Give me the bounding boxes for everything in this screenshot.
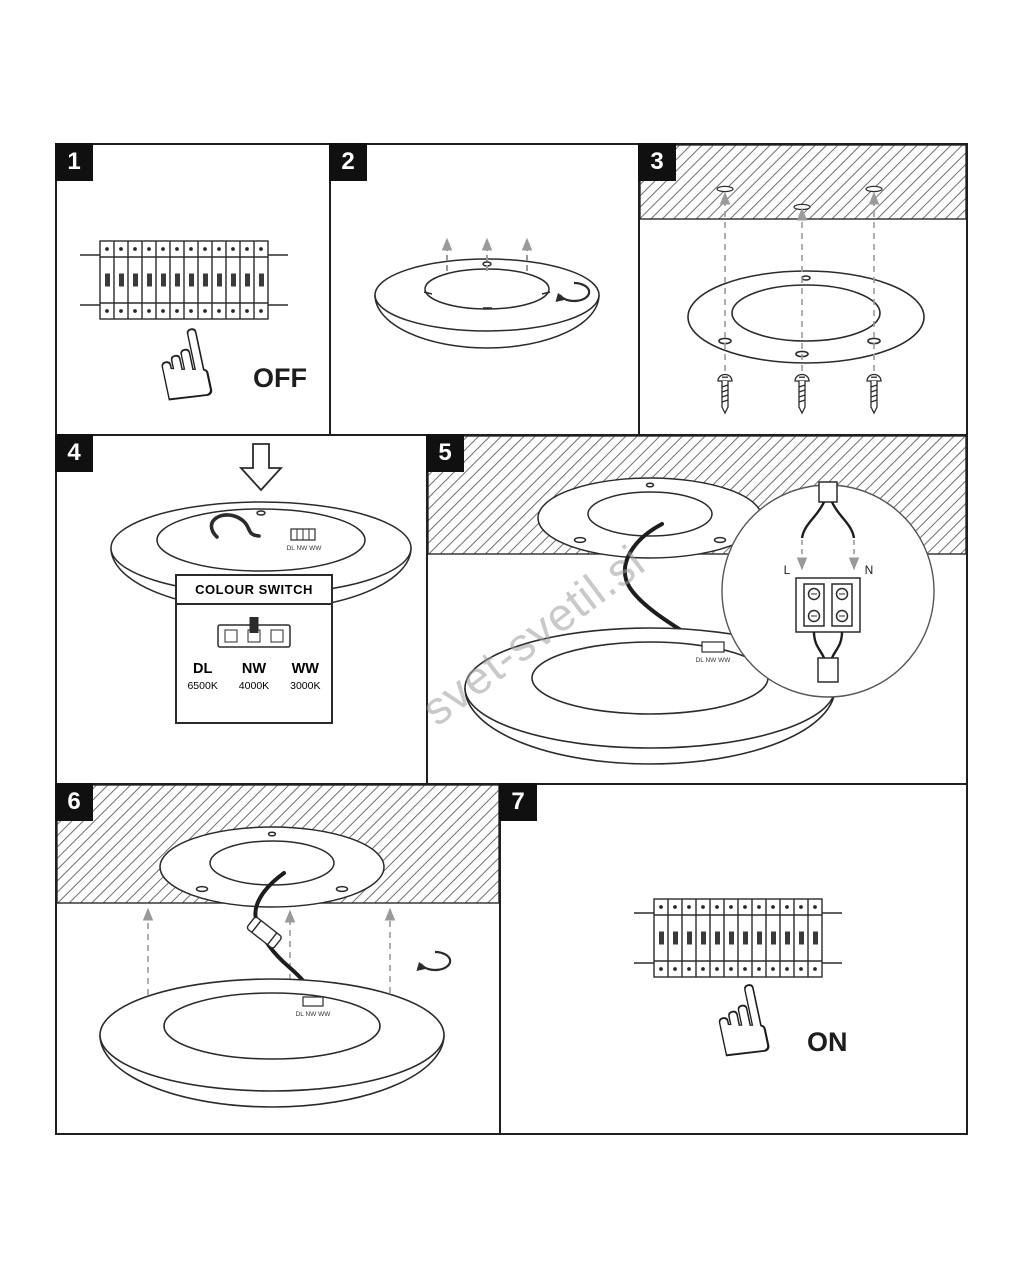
lift-arrows <box>441 237 533 271</box>
step3-drawing <box>640 145 966 414</box>
mounting-plate-drawing <box>687 270 925 364</box>
step-number-3: 3 <box>638 143 676 181</box>
circuit-breaker-drawing <box>634 898 842 978</box>
step-number-5: 5 <box>426 434 464 472</box>
step5-drawing: DL NW WW L N <box>428 436 966 765</box>
temp-label: 6500K <box>187 680 218 692</box>
colour-switch-title: COLOUR SWITCH <box>177 576 331 605</box>
cable-sheath-bottom <box>817 657 839 683</box>
pointing-hand-icon: ☝ <box>144 306 224 428</box>
cable-sheath-top <box>818 481 838 503</box>
switch-mini-label: DL NW WW <box>696 657 732 664</box>
step-panel-4: 4 DL NW WW COLOUR SWITCH <box>55 434 428 785</box>
terminal-label-l: L <box>784 563 791 577</box>
step7-drawing: ☝ ON <box>634 898 848 1084</box>
switch-mini-label: DL NW WW <box>296 1011 332 1018</box>
step-panel-3: 3 <box>638 143 968 436</box>
mode-label: DL <box>192 661 213 677</box>
guide-arrows <box>719 191 880 371</box>
ceiling-light-drawing <box>374 258 600 349</box>
terminal-label-n: N <box>865 563 874 577</box>
colour-switch-graphic <box>177 605 331 659</box>
mode-label: NW <box>241 661 267 677</box>
step-panel-2: 2 <box>329 143 640 436</box>
step-number-7: 7 <box>499 783 537 821</box>
step2-drawing <box>374 237 600 349</box>
step-number-4: 4 <box>55 434 93 472</box>
slide-switch-icon <box>217 617 291 648</box>
step-number-6: 6 <box>55 783 93 821</box>
ceiling-light-drawing <box>99 978 445 1108</box>
rotate-arrow-icon <box>416 950 452 972</box>
ceiling-holes <box>716 185 883 211</box>
cable-drawing <box>623 522 692 638</box>
temp-label: 4000K <box>238 680 270 692</box>
step-number-1: 1 <box>55 143 93 181</box>
wiring-zoom-circle: L N <box>721 481 935 698</box>
colour-switch-box: COLOUR SWITCH DL 6500K NW 4000K <box>175 574 333 724</box>
step-number-2: 2 <box>329 143 367 181</box>
insert-arrows <box>796 540 860 571</box>
mode-col-nw: NW 4000K <box>228 661 279 722</box>
rotate-arrow-icon <box>555 281 591 303</box>
mode-col-dl: DL 6500K <box>177 661 228 722</box>
mode-label: WW <box>291 661 319 677</box>
step1-drawing: ☝ OFF <box>80 240 307 428</box>
step-panel-5: 5 DL NW WW <box>426 434 968 785</box>
status-label-off: OFF <box>253 363 307 393</box>
temp-label: 3000K <box>290 680 321 692</box>
step-panel-7: 7 ☝ ON <box>499 783 968 1135</box>
switch-mini-label: DL NW WW <box>287 545 323 552</box>
mode-col-ww: WW 3000K <box>280 661 331 722</box>
pointing-hand-icon: ☝ <box>701 962 781 1084</box>
connector-drawing <box>246 916 282 949</box>
step-panel-6: 6 <box>55 783 501 1135</box>
cable-drawing <box>209 513 261 539</box>
step4-drawing: DL NW WW <box>110 443 412 611</box>
mounting-plate-drawing <box>537 477 763 559</box>
down-arrow-icon <box>238 443 284 492</box>
screws <box>717 373 882 414</box>
terminal-block-drawing <box>795 577 861 633</box>
step6-drawing: DL NW WW <box>57 785 499 1108</box>
mounting-plate-drawing <box>159 826 385 908</box>
status-label-on: ON <box>807 1027 848 1057</box>
colour-switch-legend: DL 6500K NW 4000K WW 3000K <box>177 659 331 722</box>
step-panel-1: 1 ☝ OFF <box>55 143 331 436</box>
circuit-breaker-drawing <box>80 240 288 320</box>
